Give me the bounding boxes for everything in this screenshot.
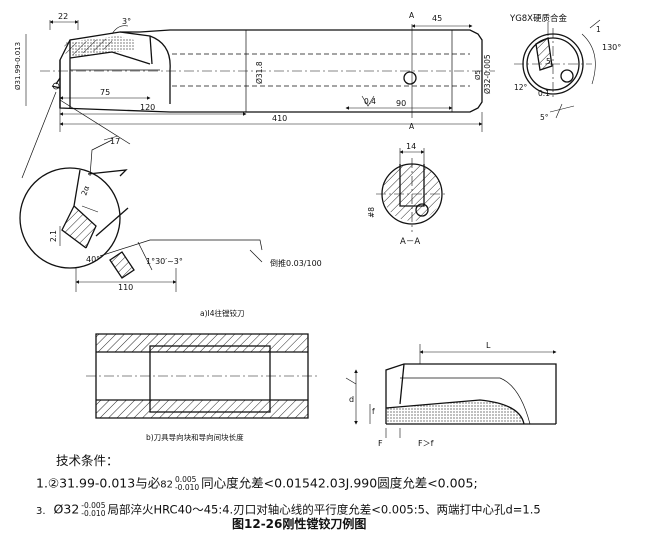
end-dim-0.1: 0.1 (538, 89, 550, 98)
dim-dia-right: Ø32-0.005 (483, 54, 492, 94)
section-a-a: 14 #8 A－A (367, 142, 448, 247)
section-mark-a-bottom: A (409, 122, 415, 131)
dim-3deg: 3° (122, 17, 131, 26)
guide-view: b)刀具导向块和导向间块长度 (86, 333, 318, 442)
aa-dim-8: #8 (367, 207, 376, 218)
notes-line-2-dia: Ø32 (53, 501, 80, 517)
caption-a: a)I4往镗铰刀 (200, 308, 245, 318)
detail-dim-110: 110 (118, 283, 133, 292)
end-dim-5: 5 (546, 57, 551, 66)
notes-line-2-post: 局部淬火HRC40～45:4.刃口对轴心线的平行度允差<0.005:5、两端打中… (107, 502, 541, 517)
end-view-label: YG8X硬质合金 (509, 13, 568, 24)
side-dim-f: f (372, 407, 375, 416)
side-dim-F-gt-f: F＞f (418, 439, 434, 448)
dim-dia-mid: Ø31.8 (255, 61, 264, 84)
dim-45: 45 (432, 14, 442, 23)
dim-410: 410 (272, 114, 287, 123)
tol-lower-2: -0.010 (81, 509, 106, 518)
tol-upper: 0.005 (174, 475, 197, 484)
section-aa-label: A－A (400, 237, 420, 247)
insert-hatch (64, 38, 112, 56)
dim-120: 120 (140, 103, 155, 112)
notes-line-2-num: 3. (36, 505, 46, 517)
dim-22: 22 (58, 12, 68, 21)
detail-dim-17: 17 (110, 137, 120, 146)
detail-flat-note: 倒推0.03/100 (270, 258, 322, 268)
notes-line-1-tolerance: 0.005-0.010 (175, 476, 199, 492)
notes-line-1-post: 同心度允差<0.01542.03J.990圆度允差<0.005; (201, 475, 478, 491)
side-dim-F: F (378, 439, 383, 448)
reamer-top-view (40, 24, 495, 118)
end-dim-12deg: 12° (514, 83, 528, 92)
end-view: YG8X硬质合金 130° 5 12° 0.1 5° 1 (509, 13, 621, 122)
side-dim-L: L (486, 341, 491, 350)
dim-90: 90 (396, 99, 406, 108)
top-view-dimensions: 22 3° 45 A A 75 120 90 0.4 410 Ø31.99-0.… (14, 11, 492, 132)
tol-upper-2: -0.005 (81, 501, 106, 510)
detail-dim-1deg30: 1°30′~3° (146, 257, 183, 266)
detail-dim-2.1: 2.1 (49, 230, 58, 242)
end-dim-5deg: 5° (540, 113, 549, 122)
notes-heading: 技术条件： (56, 453, 119, 468)
detail-dim-40deg: 40° (86, 255, 100, 264)
figure-caption: 图12-26刚性镗铰刀例图 (232, 517, 367, 531)
dim-dia-left: Ø31.99-0.013 (14, 42, 22, 90)
side-view: L d f F F＞f (345, 341, 557, 448)
guide-hole (403, 71, 417, 85)
dim-dia-right2: Ø5 (474, 70, 482, 80)
caption-b: b)刀具导向块和导向间块长度 (146, 432, 244, 442)
dim-75: 75 (100, 88, 110, 97)
section-mark-a-top: A (409, 11, 415, 20)
tol-lower: -0.010 (174, 483, 200, 492)
notes-line-2-tolerance: -0.005-0.010 (81, 502, 105, 518)
end-dim-130: 130° (602, 43, 621, 52)
side-dim-d: d (349, 395, 354, 404)
end-dim-1: 1 (596, 25, 601, 34)
notes-line-1-pre: 1.②31.99-0.013与必 (36, 475, 161, 491)
detail-dim-2a: 2α (79, 184, 91, 196)
detail-view: 17 2α 2.1 40° 1°30′~3° 倒推0.03/100 110 (19, 91, 322, 292)
roughness-0.4: 0.4 (364, 97, 376, 106)
aa-dim-14: 14 (406, 142, 416, 151)
notes-line-1-tol-base: 82 (160, 479, 173, 491)
